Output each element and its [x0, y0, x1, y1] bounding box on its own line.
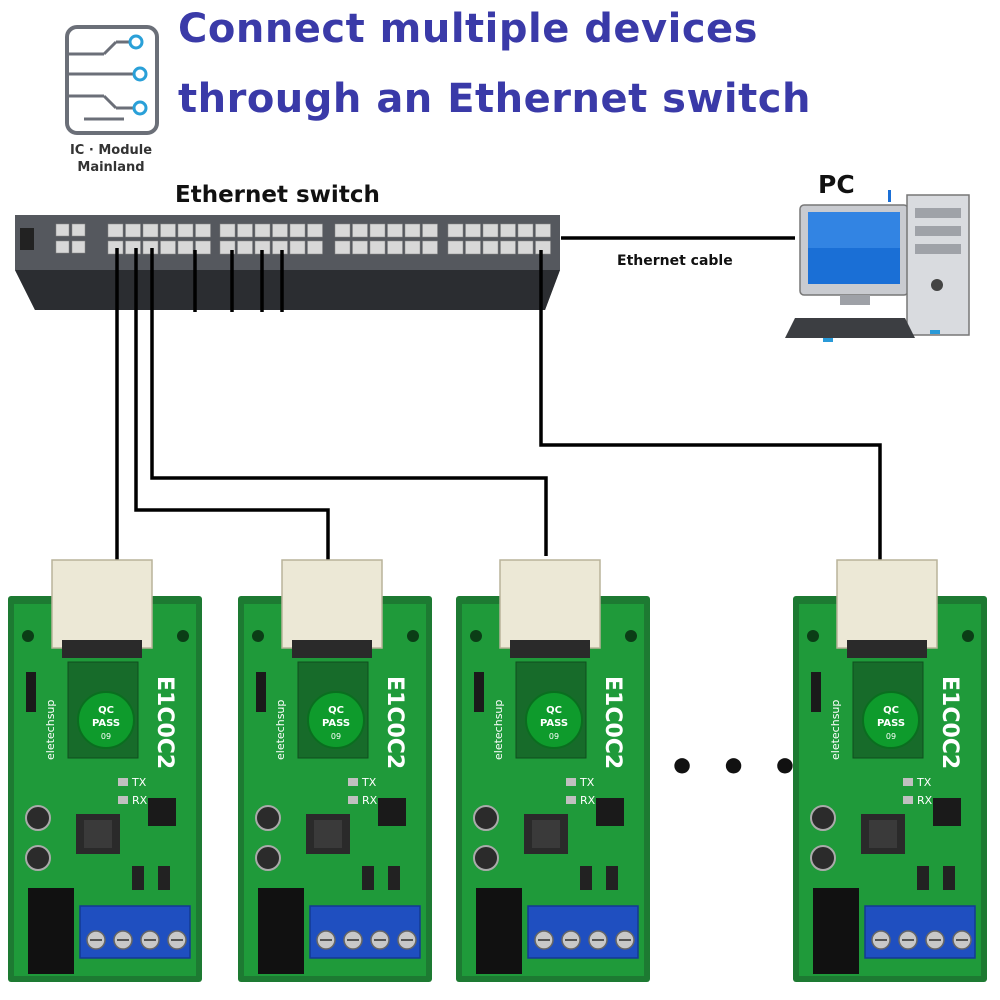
- tx-label: TX: [579, 776, 595, 789]
- dc-power-jack: [258, 888, 304, 974]
- logo-text-line-2: Mainland: [77, 160, 145, 175]
- rj45-jack: [499, 559, 601, 649]
- badge-line-2: PASS: [322, 718, 350, 729]
- badge-line-1: QC: [883, 705, 899, 716]
- tx-label: TX: [131, 776, 147, 789]
- rj45-jack: [281, 559, 383, 649]
- badge-line-3: 09: [549, 732, 559, 741]
- rj45-jack: [836, 559, 938, 649]
- cable-board-2: [134, 248, 330, 560]
- pc-label: PC: [818, 170, 855, 199]
- badge-line-3: 09: [886, 732, 896, 741]
- rx-label: RX: [917, 794, 933, 807]
- badge-line-3: 09: [101, 732, 111, 741]
- board-maker-label: eletechsup: [44, 700, 57, 760]
- dc-power-jack: [476, 888, 522, 974]
- logo-text-line-1: IC · Module: [69, 143, 153, 158]
- board-model-label: E1C0C2: [937, 676, 962, 769]
- qc-pass-badge: [77, 691, 135, 749]
- pc-icon: [785, 190, 970, 342]
- dc-power-jack: [28, 888, 74, 974]
- rj45-jack: [51, 559, 153, 649]
- terminal-block: [527, 905, 639, 959]
- terminal-block: [864, 905, 976, 959]
- board-model-label: E1C0C2: [382, 676, 407, 769]
- board-model-label: E1C0C2: [600, 676, 625, 769]
- rx-label: RX: [580, 794, 596, 807]
- badge-line-1: QC: [328, 705, 344, 716]
- dc-power-jack: [813, 888, 859, 974]
- title-line-2: through an Ethernet switch: [178, 76, 811, 122]
- cable-board-4: [539, 250, 882, 560]
- ethernet-switch-icon: [15, 215, 560, 310]
- chip-logo-icon: [65, 25, 159, 135]
- rx-label: RX: [132, 794, 148, 807]
- terminal-block: [309, 905, 421, 959]
- switch-label: Ethernet switch: [175, 182, 380, 208]
- badge-line-2: PASS: [877, 718, 905, 729]
- badge-line-1: QC: [98, 705, 114, 716]
- badge-line-1: QC: [546, 705, 562, 716]
- board-maker-label: eletechsup: [492, 700, 505, 760]
- board-model-label: E1C0C2: [152, 676, 177, 769]
- qc-pass-badge: [307, 691, 365, 749]
- board-maker-label: eletechsup: [829, 700, 842, 760]
- qc-pass-badge: [862, 691, 920, 749]
- terminal-block: [79, 905, 191, 959]
- rx-label: RX: [362, 794, 378, 807]
- badge-line-2: PASS: [540, 718, 568, 729]
- cable-board-3: [150, 248, 548, 556]
- qc-pass-badge: [525, 691, 583, 749]
- tx-label: TX: [361, 776, 377, 789]
- more-devices-ellipsis: • • •: [668, 742, 804, 793]
- tx-label: TX: [916, 776, 932, 789]
- board-maker-label: eletechsup: [274, 700, 287, 760]
- badge-line-3: 09: [331, 732, 341, 741]
- title-line-1: Connect multiple devices: [178, 6, 758, 52]
- cable-label: Ethernet cable: [617, 253, 733, 269]
- badge-line-2: PASS: [92, 718, 120, 729]
- ethernet-cables: [115, 236, 882, 560]
